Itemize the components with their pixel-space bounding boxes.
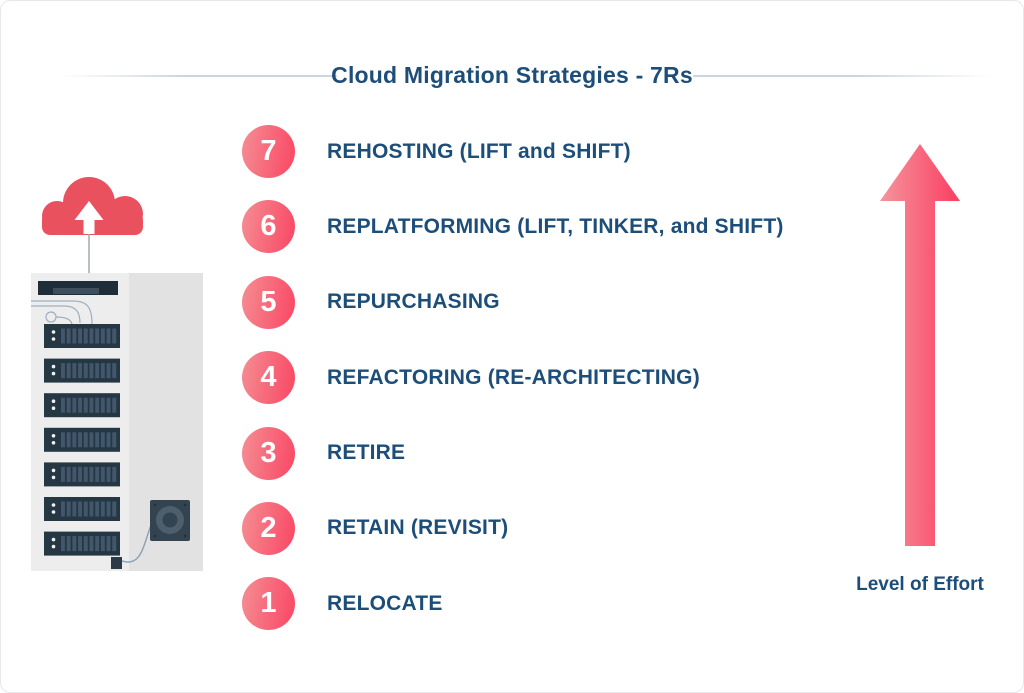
strategy-number: 2: [260, 511, 277, 544]
fan-unit: [150, 500, 190, 541]
strategy-row: 2 RETAIN (REVISIT): [242, 501, 784, 555]
server-unit: [44, 324, 120, 348]
server-unit: [44, 358, 120, 383]
strategy-row: 3 RETIRE: [242, 426, 784, 480]
fan-cable: [121, 524, 152, 563]
strategy-label: REPURCHASING: [327, 290, 500, 314]
strategy-row: 5 REPURCHASING: [242, 275, 784, 329]
strategy-number: 7: [260, 135, 277, 167]
strategy-row: 6 REPLATFORMING (LIFT, TINKER, and SHIFT…: [242, 200, 784, 254]
upload-arrow-icon: [74, 201, 104, 234]
strategy-number-badge: 1: [242, 577, 295, 631]
page-title: Cloud Migration Strategies - 7Rs: [331, 62, 693, 88]
rack-cables: [31, 300, 93, 325]
divider-line-left: [61, 75, 337, 77]
server-unit: [44, 462, 120, 487]
divider-line-right: [693, 75, 993, 77]
strategy-number-badge: 5: [242, 275, 295, 329]
server-unit: [44, 427, 120, 452]
strategy-number-badge: 7: [242, 125, 295, 178]
strategy-number: 1: [260, 587, 277, 620]
strategy-row: 4 REFACTORING (RE-ARCHITECTING): [242, 351, 784, 405]
strategy-number: 5: [260, 285, 277, 318]
strategy-label: RETIRE: [327, 441, 406, 465]
server-unit: [44, 393, 120, 418]
strategy-number-badge: 3: [242, 426, 295, 480]
strategy-number: 6: [260, 210, 277, 243]
strategy-label: REHOSTING (LIFT and SHIFT): [327, 139, 631, 163]
strategy-number: 3: [260, 436, 277, 469]
server-unit: [44, 531, 120, 556]
strategy-label: REFACTORING (RE-ARCHITECTING): [327, 365, 700, 389]
effort-axis-label: Level of Effort: [856, 574, 984, 595]
strategy-number-badge: 2: [242, 501, 295, 555]
cable-port: [111, 557, 122, 569]
strategy-number-badge: 6: [242, 200, 295, 254]
strategy-label: REPLATFORMING (LIFT, TINKER, and SHIFT): [327, 214, 784, 238]
strategies-list: 7 REHOSTING (LIFT and SHIFT) 6 REPLATFOR…: [242, 125, 784, 631]
strategy-number: 4: [260, 361, 277, 394]
server-units: [44, 324, 120, 556]
effort-up-arrow-icon: [880, 144, 960, 546]
strategy-row: 7 REHOSTING (LIFT and SHIFT): [242, 125, 784, 178]
strategy-label: RELOCATE: [327, 591, 443, 615]
cloud-upload-icon: [42, 177, 143, 235]
strategy-label: RETAIN (REVISIT): [327, 516, 509, 540]
server-rack: [31, 273, 203, 571]
server-unit: [44, 497, 120, 521]
strategy-number-badge: 4: [242, 351, 295, 405]
strategy-row: 1 RELOCATE: [242, 577, 784, 631]
rack-top-slot: [38, 281, 118, 295]
